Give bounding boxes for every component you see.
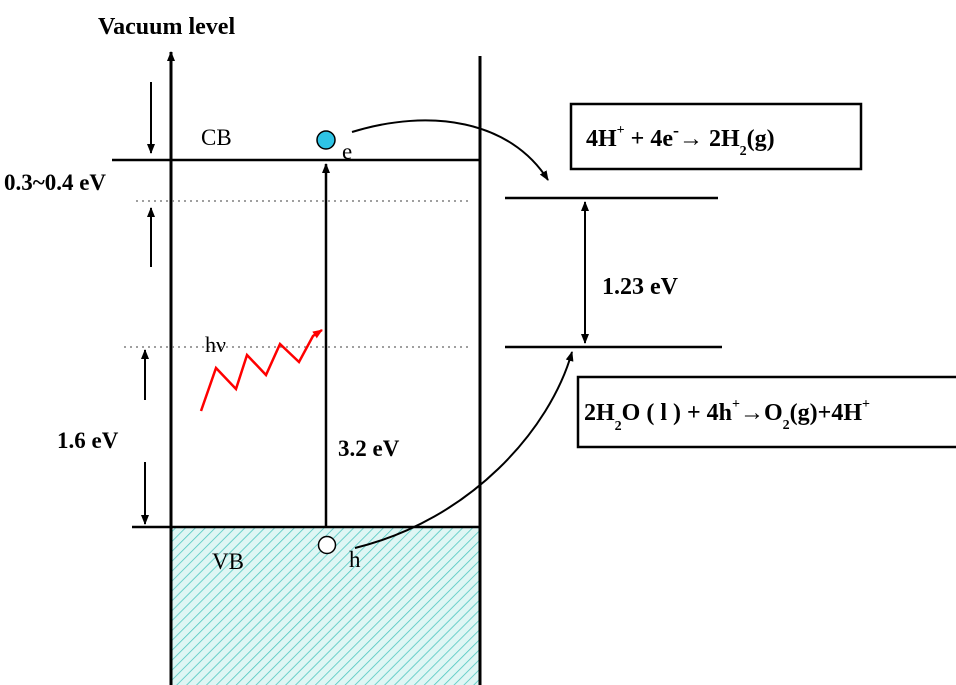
h2-equation: 4H+ + 4e-→ 2H2(g) <box>586 120 775 159</box>
offset-label: 0.3~0.4 eV <box>4 170 106 195</box>
bandgap-label: 3.2 eV <box>338 436 400 461</box>
electron-label: e <box>342 139 352 164</box>
electron-transfer-arrow <box>351 119 549 181</box>
hole-label: h <box>349 547 361 572</box>
hole-icon <box>317 535 337 555</box>
hole-transfer-arrow <box>354 351 574 549</box>
h2-equation-box <box>569 102 863 171</box>
o2-equation-box <box>576 375 956 449</box>
vb-offset-label: 1.6 eV <box>57 428 119 453</box>
electron-icon <box>316 130 336 150</box>
water-gap-label: 1.23 eV <box>602 274 679 300</box>
vb-label: VB <box>212 549 244 574</box>
o2-equation: 2H2O ( l ) + 4h+→O2(g)+4H+ <box>584 397 870 434</box>
photon-icon <box>199 328 323 412</box>
vacuum-level-label: Vacuum level <box>98 14 235 40</box>
photon-label: hν <box>205 332 226 357</box>
cb-label: CB <box>201 125 232 150</box>
